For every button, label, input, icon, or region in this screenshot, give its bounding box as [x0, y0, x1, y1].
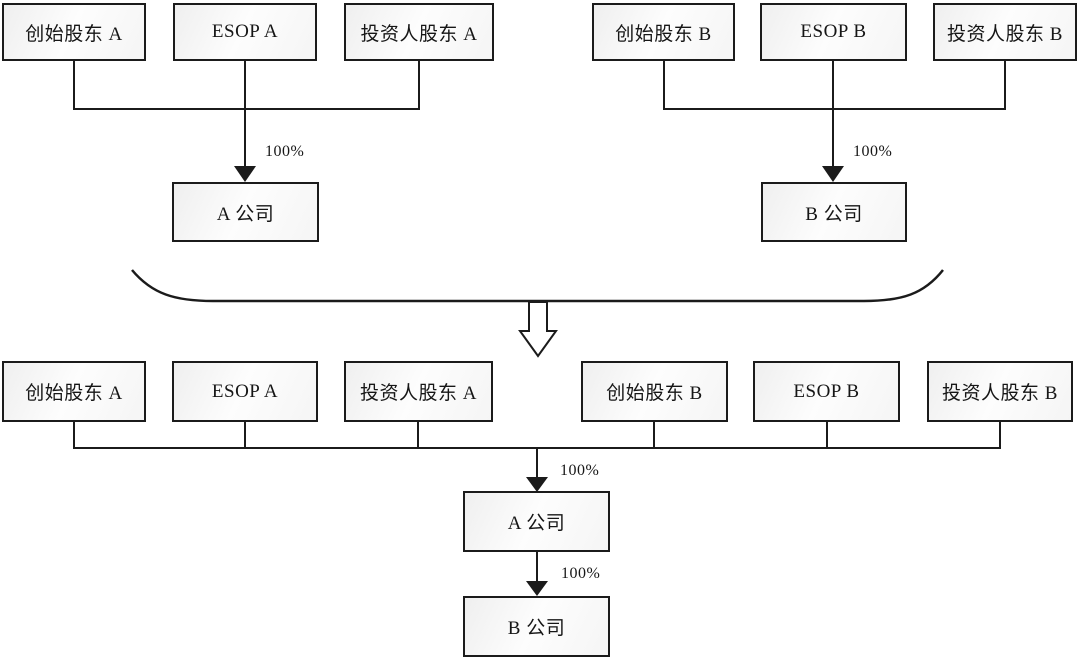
- ownership-label-b-before: 100%: [853, 143, 893, 160]
- merge-transition: [131, 269, 944, 358]
- box-founder-a-after: 创始股东 A: [2, 361, 146, 422]
- box-esop-a-after: ESOP A: [172, 361, 318, 422]
- box-investor-b-after: 投资人股东 B: [927, 361, 1073, 422]
- box-company-a-after: A 公司: [463, 491, 610, 552]
- box-esop-b-before: ESOP B: [760, 3, 907, 61]
- arrowhead-company-a-bottom-icon: [526, 477, 548, 492]
- box-label: B 公司: [507, 618, 566, 639]
- hollow-down-arrow-icon: [518, 301, 558, 358]
- box-label: B 公司: [805, 203, 863, 225]
- ownership-label-a-before: 100%: [265, 143, 305, 160]
- connector-group-a-before: [73, 59, 420, 182]
- ownership-label-company-b-after: 100%: [561, 565, 601, 582]
- box-label: 投资人股东 A: [360, 23, 478, 45]
- connector-group-b-before: [663, 59, 1006, 182]
- ownership-label-company-a-after: 100%: [560, 462, 600, 479]
- box-esop-b-after: ESOP B: [753, 361, 900, 422]
- box-esop-a-before: ESOP A: [173, 3, 317, 61]
- arrowhead-company-b-bottom-icon: [526, 581, 548, 596]
- box-label: ESOP B: [793, 380, 860, 402]
- box-label: A 公司: [216, 203, 275, 225]
- box-label: 创始股东 B: [606, 383, 703, 404]
- brace-curve: [131, 269, 944, 303]
- box-company-b-before: B 公司: [761, 182, 907, 242]
- connector-a-to-b-after: [526, 552, 548, 596]
- box-founder-a-before: 创始股东 A: [2, 3, 146, 61]
- box-label: 投资人股东 B: [942, 383, 1058, 404]
- box-label: 创始股东 A: [25, 383, 123, 404]
- box-company-b-after: B 公司: [463, 596, 610, 657]
- box-founder-b-before: 创始股东 B: [592, 3, 735, 61]
- box-label: 投资人股东 B: [947, 23, 1063, 45]
- box-label: A 公司: [507, 513, 566, 534]
- box-company-a-before: A 公司: [172, 182, 319, 242]
- box-label: 创始股东 B: [615, 23, 712, 45]
- box-label: ESOP A: [211, 380, 279, 402]
- box-investor-a-after: 投资人股东 A: [344, 361, 493, 422]
- box-investor-b-before: 投资人股东 B: [933, 3, 1077, 61]
- box-founder-b-after: 创始股东 B: [581, 361, 728, 422]
- box-label: 创始股东 A: [25, 23, 123, 45]
- box-label: 投资人股东 A: [360, 383, 477, 404]
- box-investor-a-before: 投资人股东 A: [344, 3, 494, 61]
- arrowhead-company-b-top-icon: [822, 166, 844, 182]
- box-label: ESOP B: [800, 21, 867, 42]
- arrowhead-company-a-top-icon: [234, 166, 256, 182]
- connector-group-after: [73, 421, 1001, 492]
- box-label: ESOP A: [211, 21, 279, 42]
